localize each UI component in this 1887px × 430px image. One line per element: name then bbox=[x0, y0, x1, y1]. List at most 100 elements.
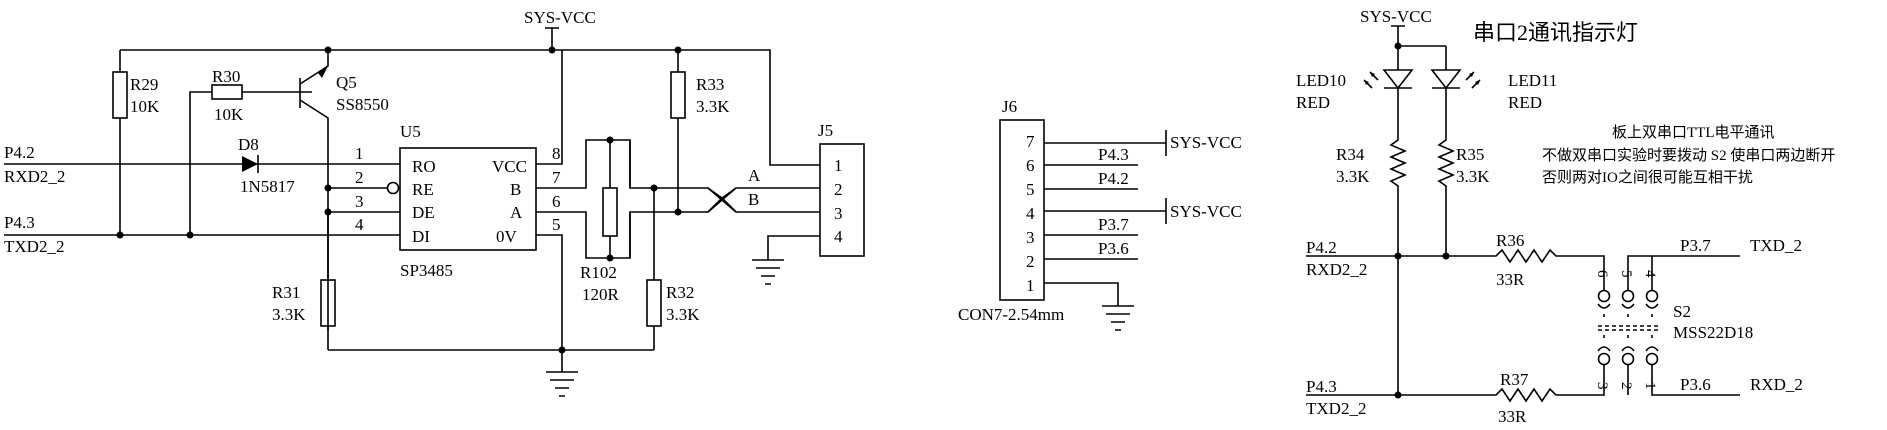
r30-ref: R30 bbox=[212, 67, 240, 86]
j5-pin-1: 1 bbox=[834, 156, 843, 175]
net-txd-2: TXD_2 bbox=[1750, 236, 1802, 255]
d8-ref: D8 bbox=[238, 135, 259, 154]
vcc-stub bbox=[545, 27, 559, 50]
r31-value: 3.3K bbox=[272, 305, 306, 324]
q5-ref: Q5 bbox=[336, 73, 357, 92]
r37-ref: R37 bbox=[1500, 370, 1529, 389]
u5-part: SP3485 bbox=[400, 261, 453, 280]
r33-resistor bbox=[670, 71, 686, 119]
r35-resistor bbox=[1436, 88, 1456, 256]
s2-pin-4: 4 bbox=[1642, 270, 1658, 278]
u5-pin-0v: 0V bbox=[496, 227, 518, 246]
r33-ref: R33 bbox=[696, 75, 724, 94]
r32-ref: R32 bbox=[666, 283, 694, 302]
r34-value: 3.3K bbox=[1336, 167, 1370, 186]
net-rxd2-right: RXD2_2 bbox=[1306, 260, 1367, 279]
r29-ref: R29 bbox=[130, 75, 158, 94]
r34-ref: R34 bbox=[1336, 145, 1365, 164]
j6-pin-2: 2 bbox=[1026, 252, 1035, 271]
u5-pinnum-4: 4 bbox=[355, 215, 364, 234]
re-inverter-bubble bbox=[386, 181, 400, 195]
r32-resistor bbox=[646, 279, 662, 327]
j6-net-7: SYS-VCC bbox=[1170, 133, 1242, 152]
bus-b-label: B bbox=[748, 190, 759, 209]
j6-connector bbox=[999, 119, 1045, 301]
r102-value: 120R bbox=[582, 285, 620, 304]
s2-pin-3: 3 bbox=[1594, 382, 1610, 390]
led10-ref: LED10 bbox=[1296, 71, 1346, 90]
u5-chip bbox=[399, 147, 537, 251]
sys-vcc-label-right: SYS-VCC bbox=[1360, 7, 1432, 26]
r36-ref: R36 bbox=[1496, 231, 1524, 250]
j6-pin-7: 7 bbox=[1026, 132, 1035, 151]
r31-resistor bbox=[320, 279, 336, 327]
led11-ref: LED11 bbox=[1508, 71, 1557, 90]
r37-resistor bbox=[1306, 365, 1605, 403]
j6-part: CON7-2.54mm bbox=[958, 305, 1064, 324]
j6-pin-4: 4 bbox=[1026, 204, 1035, 223]
net-p42-right: P4.2 bbox=[1306, 238, 1337, 257]
ground-symbol-j6 bbox=[1102, 305, 1134, 331]
j5-pin-2: 2 bbox=[834, 180, 843, 199]
j6-pin-6: 6 bbox=[1026, 156, 1035, 175]
s2-pin-6: 6 bbox=[1594, 270, 1610, 278]
r33-value: 3.3K bbox=[696, 97, 730, 116]
note-line-2: 不做双串口实验时要拨动 S2 使串口两边断开 bbox=[1542, 147, 1835, 164]
net-p36: P3.6 bbox=[1680, 375, 1711, 394]
r29-resistor bbox=[112, 71, 128, 119]
note-line-3: 否则两对IO之间很可能互相干扰 bbox=[1542, 169, 1753, 186]
j6-net-5: P4.2 bbox=[1098, 169, 1129, 188]
j6-pin-1: 1 bbox=[1026, 276, 1035, 295]
j6-pin-5: 5 bbox=[1026, 180, 1035, 199]
s2-pin-5: 5 bbox=[1618, 270, 1634, 278]
u5-pin-de: DE bbox=[412, 203, 435, 222]
net-p43-right: P4.3 bbox=[1306, 377, 1337, 396]
r36-value: 33R bbox=[1496, 270, 1525, 289]
indicator-title: 串口2通讯指示灯 bbox=[1473, 20, 1638, 45]
r29-value: 10K bbox=[130, 97, 160, 116]
d8-diode bbox=[242, 155, 259, 173]
net-rxd-2: RXD_2 bbox=[1750, 375, 1803, 394]
r32-value: 3.3K bbox=[666, 305, 700, 324]
rs485-circuit: SYS-VCC R29 10K R30 10K Q5 SS8550 P4.2 R… bbox=[4, 8, 865, 397]
net-p42: P4.2 bbox=[4, 143, 35, 162]
sys-vcc-label: SYS-VCC bbox=[524, 8, 596, 27]
led10-diode bbox=[1363, 69, 1414, 90]
j6-pin-3: 3 bbox=[1026, 228, 1035, 247]
u5-pin-ro: RO bbox=[412, 157, 436, 176]
net-p43: P4.3 bbox=[4, 213, 35, 232]
bus-a-label: A bbox=[748, 166, 761, 185]
u5-pin-re: RE bbox=[412, 180, 434, 199]
j5-pin-3: 3 bbox=[834, 204, 843, 223]
j6-connector-block: J6 7 6 5 4 3 2 1 SYS-VCC P4.3 P4.2 SYS-V… bbox=[958, 97, 1242, 331]
r30-value: 10K bbox=[214, 105, 244, 124]
u5-pinnum-8: 8 bbox=[552, 144, 561, 163]
led10-color: RED bbox=[1296, 93, 1330, 112]
r102-resistor bbox=[602, 187, 618, 237]
s2-switch bbox=[1597, 255, 1660, 396]
r31-ref: R31 bbox=[272, 283, 300, 302]
j6-ref: J6 bbox=[1002, 97, 1017, 116]
j6-net-2: P3.6 bbox=[1098, 239, 1129, 258]
u5-pin-a: A bbox=[510, 203, 523, 222]
j5-ref: J5 bbox=[818, 121, 833, 140]
u5-pin-di: DI bbox=[412, 227, 430, 246]
r102-ref: R102 bbox=[580, 263, 617, 282]
ground-symbol-left bbox=[546, 371, 578, 397]
note-line-1: 板上双串口TTL电平通讯 bbox=[1612, 123, 1775, 141]
u5-ref: U5 bbox=[400, 122, 421, 141]
j5-pin-4: 4 bbox=[834, 227, 843, 246]
u5-pin-vcc: VCC bbox=[492, 157, 527, 176]
j6-net-4: SYS-VCC bbox=[1170, 202, 1242, 221]
u5-pinnum-6: 6 bbox=[552, 192, 561, 211]
u5-pinnum-1: 1 bbox=[355, 144, 364, 163]
r36-resistor bbox=[1306, 248, 1605, 290]
q5-value: SS8550 bbox=[336, 95, 389, 114]
net-rxd2: RXD2_2 bbox=[4, 167, 65, 186]
r35-ref: R35 bbox=[1456, 145, 1484, 164]
indicator-circuit: 串口2通讯指示灯 SYS-VCC LED10 RED LED11 RED R34… bbox=[1296, 7, 1835, 426]
ground-symbol-j5 bbox=[752, 259, 784, 285]
j6-net-3: P3.7 bbox=[1098, 215, 1129, 234]
s2-pin-1: 1 bbox=[1642, 382, 1658, 390]
